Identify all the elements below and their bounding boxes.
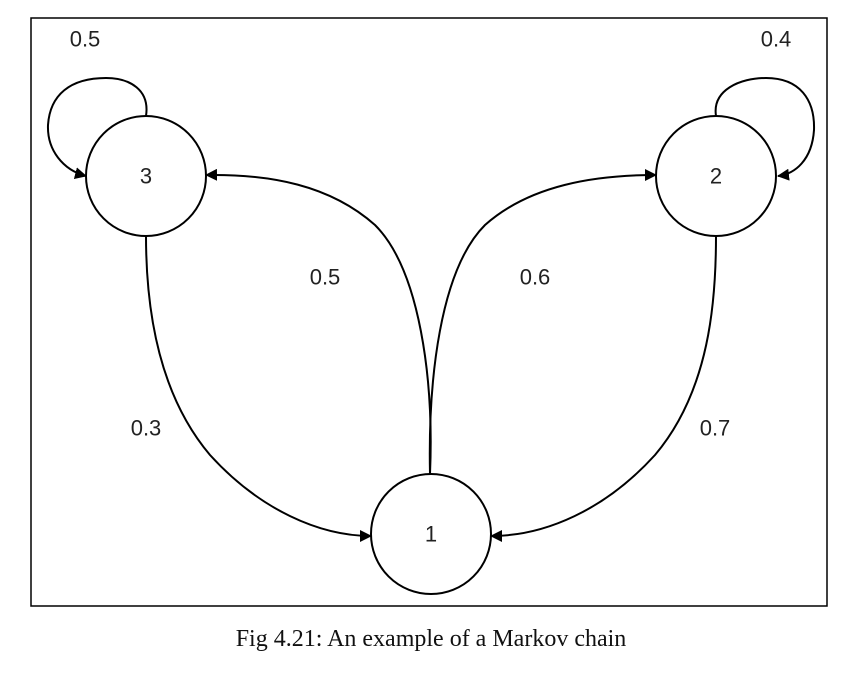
node-1-circle <box>370 473 492 595</box>
edge-label-2-to-2: 0.4 <box>761 27 792 52</box>
edge-2-to-2 <box>714 76 816 181</box>
node-3-circle <box>85 115 207 237</box>
node-2-label: 2 <box>710 164 722 189</box>
node-3-label: 3 <box>140 164 152 189</box>
node-2: 2 <box>655 115 777 237</box>
edge-3-to-3 <box>46 76 148 180</box>
edge-label-2-to-1: 0.7 <box>700 416 731 441</box>
node-1: 1 <box>370 473 492 595</box>
edge-label-1-to-2: 0.6 <box>520 265 551 290</box>
edge-1-to-2 <box>428 169 657 475</box>
node-2-circle <box>655 115 777 237</box>
figure-caption: Fig 4.21: An example of a Markov chain <box>235 626 627 652</box>
markov-chain-diagram: 0.5 0.4 0.5 0.6 0.3 0.7 3 2 1 <box>30 17 828 607</box>
edge-1-to-3 <box>205 168 432 475</box>
node-1-label: 1 <box>425 522 437 547</box>
edge-2-to-1 <box>490 235 717 542</box>
edge-label-3-to-3: 0.5 <box>70 27 101 52</box>
edge-label-1-to-3: 0.5 <box>310 265 341 290</box>
node-3: 3 <box>85 115 207 237</box>
edge-3-to-1 <box>145 235 372 542</box>
edge-label-3-to-1: 0.3 <box>131 416 162 441</box>
